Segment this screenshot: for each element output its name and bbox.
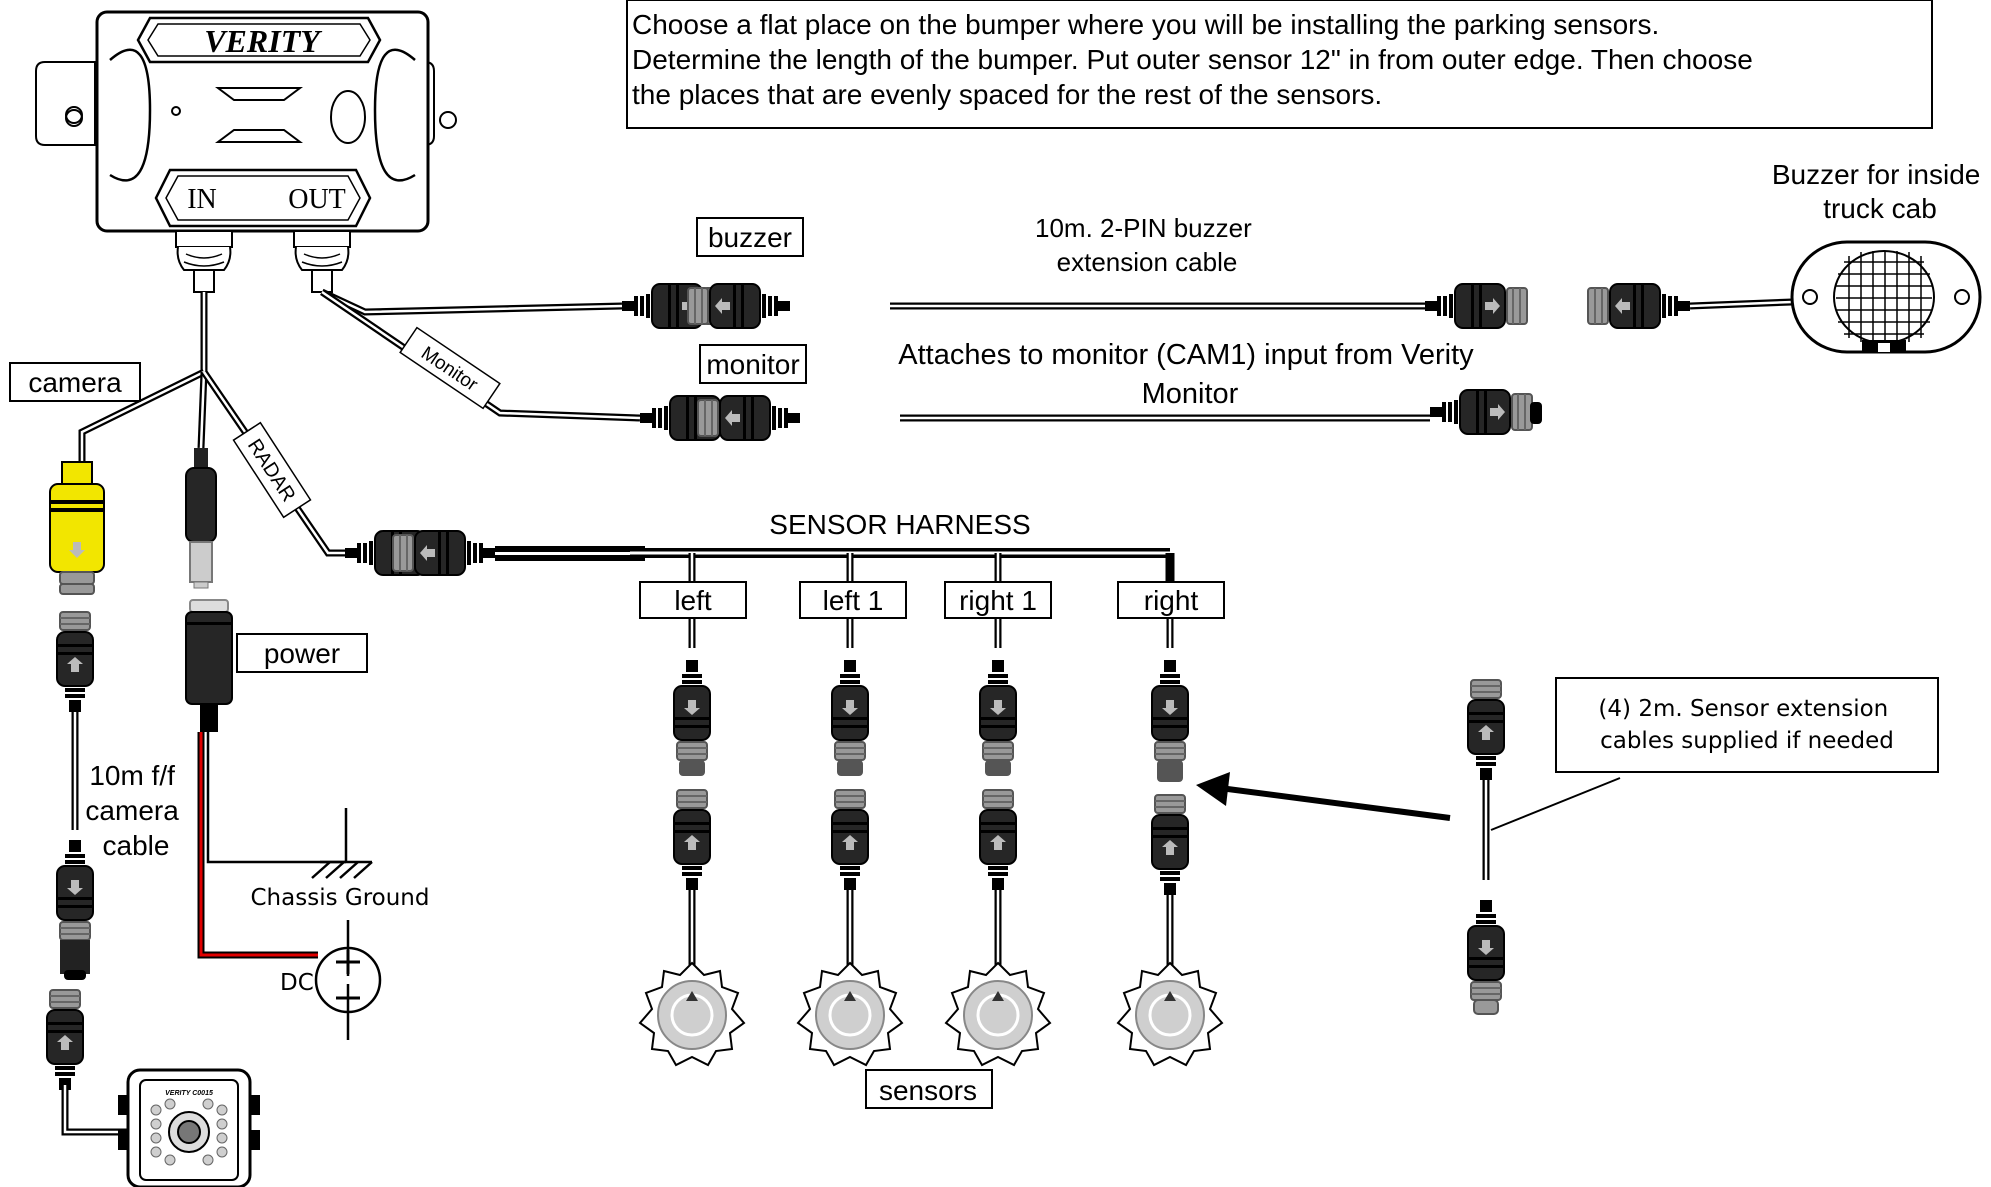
gland-in	[175, 230, 233, 293]
sensor-columns	[638, 659, 1224, 1067]
buzzer-cable-label-line: 10m. 2-PIN buzzer	[1035, 213, 1252, 243]
parking-sensor-icon	[1116, 961, 1224, 1067]
radar-harness-connectors	[344, 529, 645, 577]
sensor-cable-connector	[1150, 794, 1190, 896]
sensor-tag-left-1-text: left 1	[823, 585, 884, 616]
dc-label: DC	[280, 970, 314, 996]
chassis-ground-icon	[311, 808, 373, 879]
mount-hole-right	[439, 111, 457, 129]
port-in-label: IN	[187, 184, 217, 215]
sensor-connector	[978, 659, 1018, 761]
sensor-tag-right-1: right 1	[944, 581, 1052, 619]
monitor-tag: monitor	[699, 344, 807, 384]
parking-sensor-icon	[944, 961, 1052, 1067]
speaker-grille-icon	[1836, 251, 1932, 343]
extension-note-text: (4) 2m. Sensor extension cables supplied…	[1598, 696, 1895, 754]
parking-sensor-icon	[638, 961, 746, 1067]
power-tag: power	[236, 633, 368, 673]
monitor-tag-text: monitor	[706, 349, 799, 380]
wire-tag-monitor: Monitor	[399, 326, 501, 410]
sensor-connector	[1150, 659, 1190, 761]
mount-hole-left	[65, 109, 83, 127]
monitor-cable-label-line: Monitor	[1142, 378, 1239, 410]
camera-rca-connector	[49, 461, 105, 595]
sensor-harness-label: SENSOR HARNESS	[769, 509, 1030, 540]
extension-note-line: cables supplied if needed	[1600, 728, 1894, 754]
sensor-tag-left-1: left 1	[799, 581, 907, 619]
extension-note-box: (4) 2m. Sensor extension cables supplied…	[1555, 677, 1939, 773]
sensor-column-right-1	[944, 659, 1052, 1067]
sensor-column-right	[1116, 659, 1224, 1067]
port-out-label: OUT	[288, 184, 346, 215]
buzzer-cable-label-line: extension cable	[1057, 247, 1238, 277]
sensor-tag-right-text: right	[1144, 585, 1199, 616]
camera-model-label: VERITY C0015	[165, 1090, 213, 1097]
gland-out	[293, 230, 351, 293]
camera-tag: camera	[9, 362, 141, 402]
camera-cable-label: 10m f/f camera cable	[85, 760, 186, 861]
dc-source-icon	[314, 920, 382, 1040]
sensor-tag-left: left	[639, 581, 747, 619]
sensor-cable-connector	[830, 789, 870, 891]
radar-control-module: VERITY IN OUT	[35, 10, 457, 293]
sensor-extension-cable	[1466, 679, 1621, 1015]
camera-cable-label-line: camera	[85, 795, 179, 826]
monitor-line	[639, 388, 1542, 442]
extension-note-line: (4) 2m. Sensor extension	[1598, 696, 1888, 722]
buzzer-unit-label-line: Buzzer for inside	[1772, 159, 1981, 190]
monitor-cable-label: Attaches to monitor (CAM1) input from Ve…	[898, 339, 1481, 410]
sensor-cable-connector	[672, 789, 712, 891]
sensor-tag-left-text: left	[674, 585, 712, 616]
camera-cable-connector-top	[55, 611, 95, 713]
power-tag-text: power	[264, 638, 340, 669]
buzzer-unit-label-line: truck cab	[1823, 193, 1937, 224]
instruction-text: Choose a flat place on the bumper where …	[632, 9, 1761, 110]
buzzer-unit-label: Buzzer for inside truck cab	[1772, 159, 1988, 224]
wire-tag-radar: RADAR	[232, 421, 312, 519]
buzzer-cable-label: 10m. 2-PIN buzzer extension cable	[1035, 213, 1259, 277]
instruction-line: Choose a flat place on the bumper where …	[632, 9, 1659, 40]
buzzer-line	[621, 282, 1793, 330]
sensor-cable-connector	[978, 789, 1018, 891]
power-plug	[185, 448, 217, 589]
camera-cable-label-line: 10m f/f	[89, 760, 175, 791]
buzzer-tag: buzzer	[696, 217, 804, 257]
sensor-column-left-1	[796, 659, 904, 1067]
ground-wire	[206, 732, 346, 864]
buzzer-tag-text: buzzer	[708, 222, 792, 253]
module-brand: VERITY	[204, 23, 322, 59]
sensor-branches	[688, 553, 1174, 648]
sensor-column-left	[638, 659, 746, 1067]
pointer-arrow	[1196, 772, 1451, 821]
camera-tag-text: camera	[28, 367, 122, 398]
backup-camera: VERITY C0015	[118, 1068, 260, 1187]
camera-lead-connector	[45, 989, 85, 1091]
instruction-box: Choose a flat place on the bumper where …	[626, 0, 1933, 129]
sensor-tag-right: right	[1117, 581, 1225, 619]
sensor-tag-right-1-text: right 1	[959, 585, 1037, 616]
monitor-cable-label-line: Attaches to monitor (CAM1) input from Ve…	[898, 339, 1474, 371]
sensors-tag-box	[865, 1069, 993, 1109]
dc-wire	[197, 732, 318, 959]
parking-sensor-icon	[796, 961, 904, 1067]
instruction-line: the places that are evenly spaced for th…	[632, 79, 1382, 110]
sensor-connector	[672, 659, 712, 761]
chassis-ground-label: Chassis Ground	[251, 885, 430, 911]
power-socket	[185, 599, 233, 732]
buzzer-unit	[1790, 240, 1982, 354]
camera-cable-connector-bottom	[55, 839, 95, 941]
camera-cable-label-line: cable	[103, 830, 170, 861]
module-wires	[78, 288, 641, 557]
sensor-connector	[830, 659, 870, 761]
instruction-line: Determine the length of the bumper. Put …	[632, 44, 1753, 75]
sensors-label-text: sensors	[879, 1075, 977, 1106]
